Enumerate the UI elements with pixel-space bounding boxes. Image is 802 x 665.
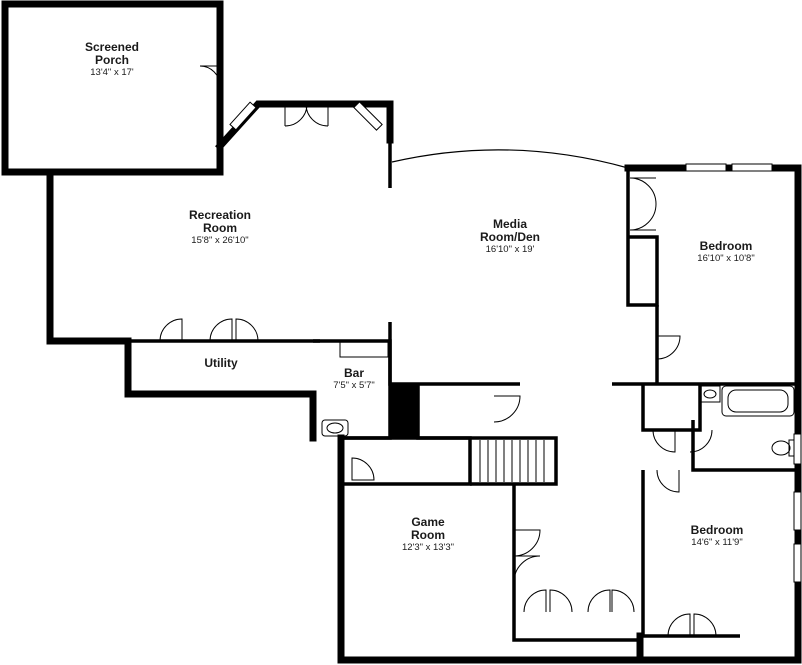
bedroom-lower-label: Bedroom 14'6" x 11'9" [691,524,744,549]
room-name: Game [411,515,445,529]
stairs [479,440,545,482]
bedroom-upper-label: Bedroom 16'10" x 10'8" [697,240,754,265]
lower-bedroom-door[interactable] [656,469,680,493]
room-dimensions: 14'6" x 11'9" [691,537,743,548]
bar-counter [339,341,389,358]
closet-door-2[interactable] [629,203,657,231]
game-door[interactable] [351,457,375,481]
game-north-wall [341,436,472,486]
room-name: Bedroom [699,239,753,253]
bathtub [721,385,795,417]
room-name: Recreation [188,208,252,222]
bath-door-2[interactable] [689,429,713,453]
closet-door-6[interactable] [611,589,635,613]
room-name: Room/Den [480,230,540,244]
utility-door-3[interactable] [235,318,259,342]
closet-door-1[interactable] [629,177,657,205]
room-dimensions: 13'4" x 17' [90,67,134,78]
room-dimensions: 12'3" x 13'3" [401,542,455,553]
game-closet-door-1[interactable] [513,529,541,557]
bar-label: Bar 7'5" x 5'7" [333,367,375,392]
lower-bedroom-window-1 [793,491,802,531]
room-name: Bedroom [690,523,744,537]
room-name: Utility [204,356,238,370]
porch-door[interactable] [199,65,221,87]
room-name: Bar [343,366,365,380]
room-name: Media [492,217,527,231]
recreation-room-label: Recreation Room 15'8" x 26'10" [189,209,251,247]
room-name: Room [410,528,445,542]
hall-wall [416,384,470,440]
bar-sink [321,419,349,437]
lower-bedroom-west [641,470,740,638]
patio-door-left[interactable] [284,103,308,127]
fixtures [321,341,795,457]
hall-closet-door[interactable] [493,395,521,423]
patio-door-right[interactable] [305,103,329,127]
south-wall [337,434,644,664]
utility-door-1[interactable] [159,318,183,342]
bay-window-right [353,101,383,131]
room-dimensions: 16'10" x 19' [485,244,535,255]
room-dimensions: 15'8" x 26'10" [191,235,249,246]
chimney-block [390,384,418,438]
media-curved-wall [391,149,629,169]
bath-east [691,420,798,472]
porch-wall [1,0,224,176]
bath-sink [699,385,721,403]
bath-door[interactable] [652,429,676,453]
media-room-label: Media Room/Den 16'10" x 19' [480,218,540,256]
bath-wall [641,384,702,432]
toilet [771,440,791,456]
utility-label: Utility [204,357,237,370]
room-dimensions: 16'10" x 10'8" [697,253,755,264]
stair-box [470,436,558,486]
bedroom-north-wall [624,164,802,389]
room-name: Porch [94,53,129,67]
stair-wall [388,322,520,386]
utility-door-2[interactable] [209,318,233,342]
doors [159,65,717,637]
lower-bedroom-window-2 [793,543,802,583]
bay-window-left [229,101,257,131]
game-east-wall [512,484,640,642]
recreation-west-wall [46,171,317,442]
lower-closet-door-2[interactable] [693,613,717,637]
closet-door-4[interactable] [549,589,573,613]
bedroom-west-wall [626,168,659,307]
screened-porch-label: Screened Porch 13'4" x 17' [85,41,139,79]
bath-window [793,433,802,465]
bedroom-door[interactable] [656,335,681,360]
game-room-label: Game Room 12'3" x 13'3" [402,516,454,554]
bedroom-window-1 [685,163,727,172]
game-closet-door-2[interactable] [513,555,541,583]
lower-closet-door-1[interactable] [667,613,691,637]
closet-door-5[interactable] [587,589,611,613]
room-name: Screened [84,40,140,54]
closet-door-3[interactable] [523,589,547,613]
room-dimensions: 7'5" x 5'7" [333,380,375,391]
windows [229,101,802,583]
bedroom-window-2 [731,163,773,172]
room-name: Room [203,221,237,235]
